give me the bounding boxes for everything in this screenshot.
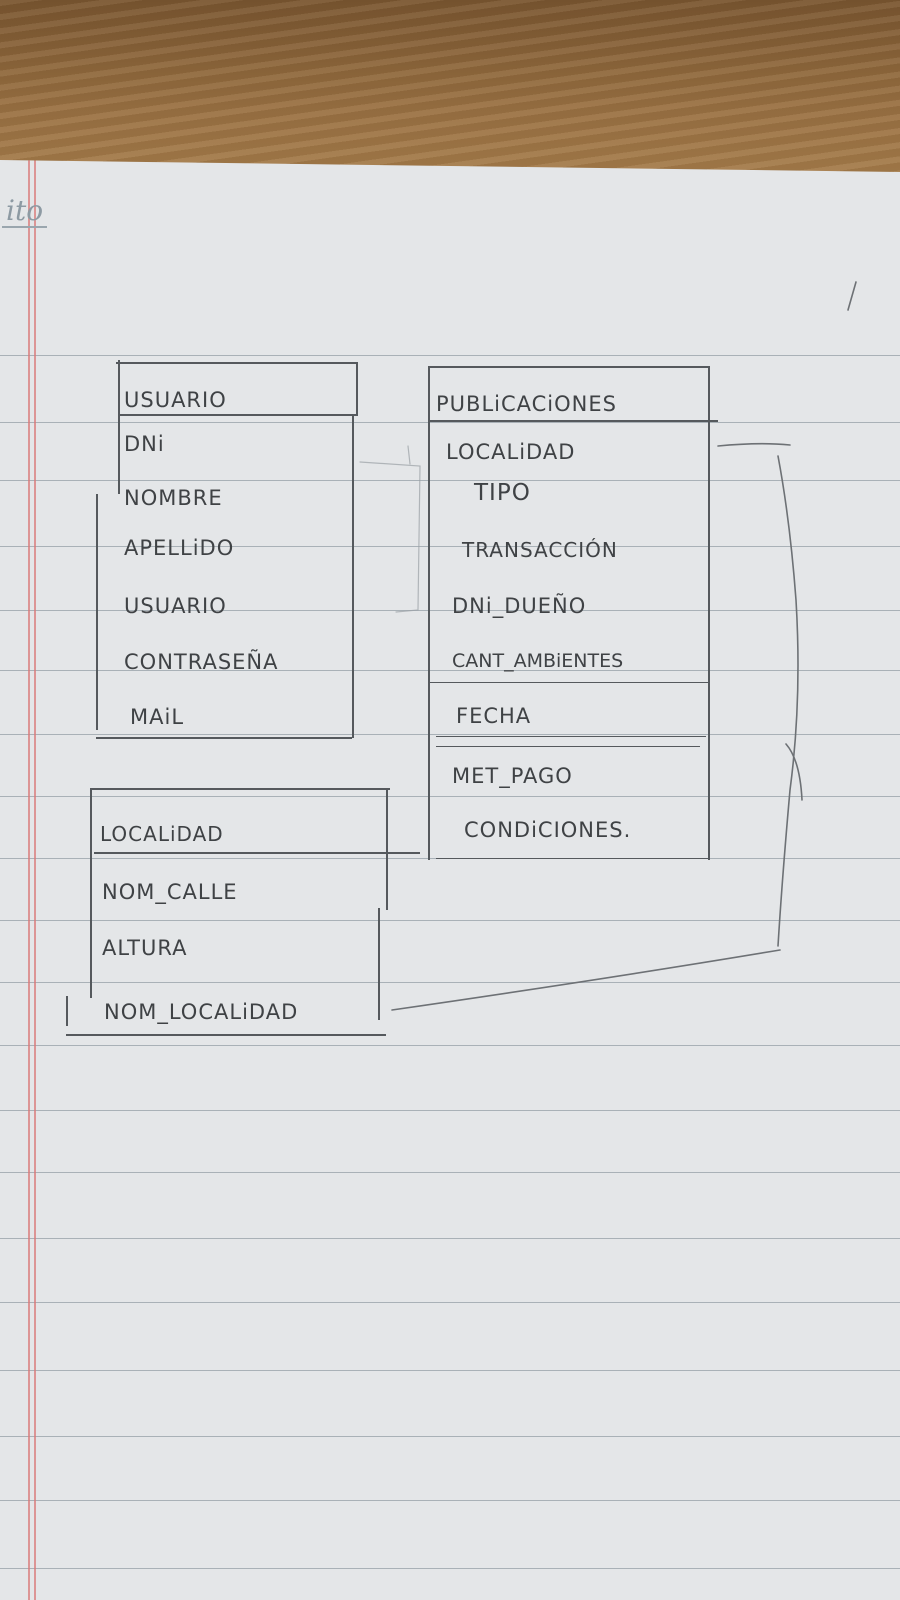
ruled-line — [0, 920, 900, 921]
ruled-line — [0, 1238, 900, 1239]
ruled-line — [0, 1172, 900, 1173]
ruled-line — [0, 422, 900, 423]
ruled-line — [0, 355, 900, 356]
fk-line-bracket — [777, 455, 799, 947]
ruled-line — [0, 1568, 900, 1569]
publicaciones-field-condiciones: CONDiCIONES. — [464, 818, 632, 842]
stray-pencil-mark — [847, 281, 857, 311]
publicaciones-divider — [430, 682, 710, 683]
publicaciones-border-bottom — [436, 858, 710, 859]
ruled-line — [0, 480, 900, 481]
localidad-border-right-top — [386, 788, 388, 910]
localidad-border-left-bottom — [66, 996, 68, 1026]
usuario-border-right-top — [356, 362, 358, 416]
margin-line — [28, 160, 30, 1600]
publicaciones-field-cant-ambientes: CANT_AMBiENTES — [452, 650, 624, 672]
publicaciones-title: PUBLiCACiONES — [436, 392, 617, 416]
localidad-border-bottom — [66, 1034, 386, 1036]
localidad-title: LOCALiDAD — [100, 822, 224, 846]
erased-sketch — [359, 461, 421, 613]
localidad-border-left — [90, 788, 92, 998]
usuario-border-top — [116, 362, 358, 364]
ruled-line — [0, 796, 900, 797]
publicaciones-field-localidad: LOCALiDAD — [446, 440, 576, 464]
publicaciones-divider — [436, 746, 700, 747]
fk-line-localidad-start — [717, 442, 791, 447]
ruled-line — [0, 1302, 900, 1303]
publicaciones-border-right — [708, 366, 710, 860]
usuario-field-usuario: USUARIO — [124, 594, 227, 618]
notebook-page: ito — [0, 160, 900, 1600]
margin-note: ito — [2, 196, 48, 228]
erased-sketch — [407, 445, 411, 465]
localidad-field-nom-calle: NOM_CALLE — [102, 880, 238, 904]
usuario-field-apellido: APELLiDO — [124, 536, 235, 560]
publicaciones-divider — [436, 736, 706, 737]
localidad-border-right — [378, 908, 380, 1020]
ruled-line — [0, 1370, 900, 1371]
usuario-header-divider — [118, 414, 358, 416]
fk-line-to-localidad — [391, 949, 781, 1011]
publicaciones-field-transaccion: TRANSACCIÓN — [462, 538, 618, 562]
usuario-field-dni: DNi — [124, 432, 165, 456]
usuario-title: USUARIO — [124, 388, 227, 412]
ruled-line — [0, 1110, 900, 1111]
publicaciones-field-fecha: FECHA — [456, 704, 532, 728]
usuario-field-contrasena: CONTRASEÑA — [124, 650, 279, 674]
ruled-line — [0, 1045, 900, 1046]
usuario-field-nombre: NOMBRE — [124, 486, 223, 510]
ruled-line — [0, 982, 900, 983]
usuario-border-right — [352, 416, 354, 738]
publicaciones-header-divider — [428, 420, 718, 422]
publicaciones-border-top — [428, 366, 710, 368]
ruled-line — [0, 1436, 900, 1437]
ruled-line — [0, 670, 900, 671]
localidad-field-nom-localidad: NOM_LOCALiDAD — [104, 1000, 299, 1024]
usuario-border-left-top — [118, 360, 120, 494]
ruled-line — [0, 610, 900, 611]
localidad-header-divider — [94, 852, 420, 854]
publicaciones-field-tipo: TIPO — [474, 480, 531, 506]
ruled-line — [0, 734, 900, 735]
usuario-border-left — [96, 494, 98, 730]
margin-line — [34, 160, 36, 1600]
publicaciones-field-dni-dueno: DNi_DUEÑO — [452, 594, 587, 618]
ruled-line — [0, 546, 900, 547]
localidad-border-top — [92, 788, 390, 790]
localidad-field-altura: ALTURA — [102, 936, 188, 960]
publicaciones-border-left — [428, 366, 430, 860]
usuario-border-bottom — [96, 737, 352, 739]
fk-line-mark — [785, 743, 803, 801]
publicaciones-field-met-pago: MET_PAGO — [452, 764, 573, 788]
usuario-field-mail: MAiL — [130, 705, 185, 729]
ruled-line — [0, 1500, 900, 1501]
